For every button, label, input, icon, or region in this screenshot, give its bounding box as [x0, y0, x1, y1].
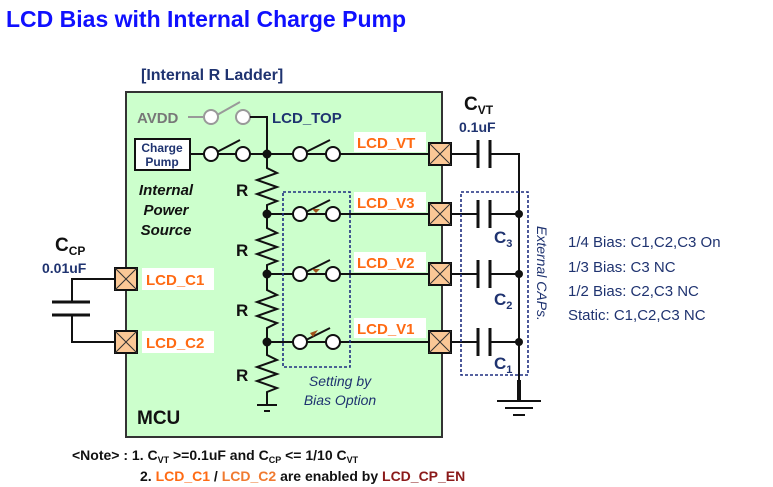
- svg-text:Pump: Pump: [145, 155, 178, 169]
- ccp-capacitor: [52, 278, 115, 343]
- svg-text:CVT: CVT: [464, 94, 494, 117]
- note-2: 2. LCD_C1 / LCD_C2 are enabled by LCD_CP…: [140, 468, 465, 484]
- pin-lcd-v1: LCD_V1: [357, 321, 415, 338]
- ladder-label: [Internal R Ladder]: [141, 67, 283, 84]
- svg-text:C1: C1: [494, 354, 512, 376]
- pin-lcd-v3: LCD_V3: [357, 195, 415, 212]
- resistor-ladder: R R R R: [236, 149, 281, 412]
- mcu-label: MCU: [137, 408, 180, 429]
- bias-option-box: [282, 191, 351, 368]
- power-source-label: Internal Power Source: [139, 182, 194, 239]
- svg-text:R: R: [236, 241, 248, 260]
- svg-text:C3: C3: [494, 228, 512, 250]
- note-1: <Note> : 1. CVT >=0.1uF and CCP <= 1/10 …: [72, 447, 359, 465]
- lcd-top-label: LCD_TOP: [272, 110, 342, 127]
- svg-text:R: R: [236, 301, 248, 320]
- pin-lcd-c2: LCD_C2: [146, 335, 204, 352]
- external-caps-box: [460, 191, 529, 376]
- cap-labels: C3 C2 C1: [494, 228, 512, 376]
- svg-text:C2: C2: [494, 290, 512, 312]
- page-title: LCD Bias with Internal Charge Pump: [6, 6, 406, 32]
- svg-text:Power: Power: [143, 202, 189, 219]
- svg-text:R: R: [236, 366, 248, 385]
- setting-label-1: Setting by: [309, 373, 372, 389]
- charge-pump-block: Charge Pump: [134, 138, 191, 171]
- svg-text:0.01uF: 0.01uF: [42, 260, 87, 276]
- setting-label-2: Bias Option: [304, 392, 377, 408]
- avdd-switch: AVDD: [137, 101, 268, 153]
- svg-text:R: R: [236, 181, 248, 200]
- ccp-label: CCP 0.01uF: [42, 235, 87, 276]
- svg-text:Internal: Internal: [139, 182, 194, 199]
- svg-text:1/4 Bias: C1,C2,C3 On: 1/4 Bias: C1,C2,C3 On: [568, 234, 721, 251]
- svg-text:1/3 Bias: C3 NC: 1/3 Bias: C3 NC: [568, 259, 676, 276]
- bias-switches: [267, 199, 429, 350]
- svg-text:0.1uF: 0.1uF: [459, 119, 496, 135]
- cvt-label: CVT 0.1uF: [459, 94, 496, 135]
- svg-text:1/2 Bias: C2,C3 NC: 1/2 Bias: C2,C3 NC: [568, 283, 699, 300]
- pin-lcd-c1: LCD_C1: [146, 272, 204, 289]
- charge-pump-switch: [203, 139, 251, 162]
- external-caps-label: External CAPs.: [534, 226, 550, 321]
- svg-text:CCP: CCP: [55, 235, 85, 258]
- svg-text:Charge: Charge: [141, 141, 183, 155]
- bias-options-list: 1/4 Bias: C1,C2,C3 On 1/3 Bias: C3 NC 1/…: [568, 234, 721, 324]
- external-capacitors: [451, 140, 541, 416]
- svg-text:Source: Source: [141, 222, 192, 239]
- svg-text:AVDD: AVDD: [137, 110, 179, 127]
- svg-text:Static: C1,C2,C3 NC: Static: C1,C2,C3 NC: [568, 307, 706, 324]
- pads: [114, 142, 452, 354]
- vt-switch: [292, 139, 341, 162]
- pin-lcd-vt: LCD_VT: [357, 135, 415, 152]
- pin-lcd-v2: LCD_V2: [357, 255, 415, 272]
